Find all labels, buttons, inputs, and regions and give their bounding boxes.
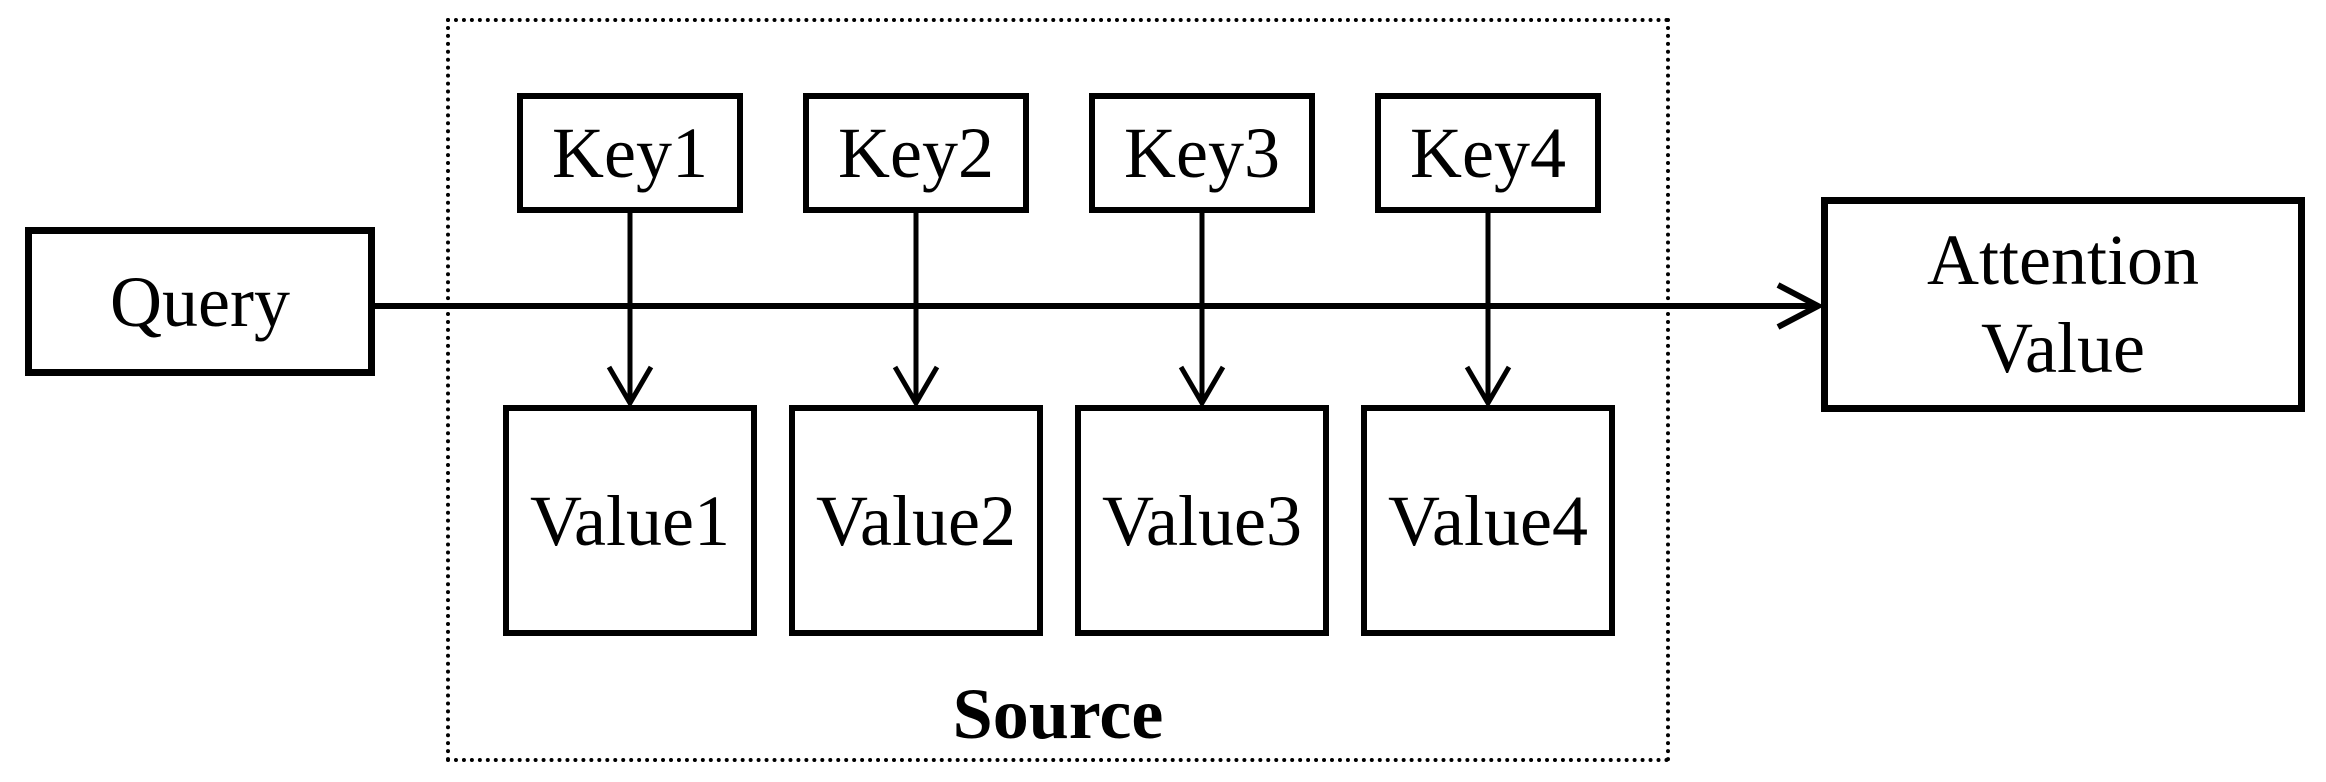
value4-box: Value4 — [1361, 405, 1615, 636]
value4-label: Value4 — [1388, 480, 1588, 561]
attention-value-box: Attention Value — [1821, 197, 2305, 412]
key3-box: Key3 — [1089, 93, 1315, 213]
key2-label: Key2 — [838, 113, 994, 193]
source-boundary — [446, 18, 1670, 762]
key4-to-value4-arrow — [1464, 213, 1512, 408]
key1-box: Key1 — [517, 93, 743, 213]
key2-to-value2-arrow — [892, 213, 940, 408]
attention-value-label-line1: Attention — [1927, 219, 2199, 300]
key3-label: Key3 — [1124, 113, 1280, 193]
value1-label: Value1 — [530, 480, 730, 561]
attention-value-label-line2: Value — [1981, 307, 2145, 388]
value2-label: Value2 — [816, 480, 1016, 561]
query-to-attention-arrow — [375, 282, 1825, 330]
value3-box: Value3 — [1075, 405, 1329, 636]
key4-box: Key4 — [1375, 93, 1601, 213]
key2-box: Key2 — [803, 93, 1029, 213]
query-label: Query — [110, 261, 290, 342]
key4-label: Key4 — [1410, 113, 1566, 193]
value3-label: Value3 — [1102, 480, 1302, 561]
key1-to-value1-arrow — [606, 213, 654, 408]
key1-label: Key1 — [552, 113, 708, 193]
value1-box: Value1 — [503, 405, 757, 636]
key3-to-value3-arrow — [1178, 213, 1226, 408]
source-label: Source — [952, 674, 1164, 754]
query-box: Query — [25, 227, 375, 376]
value2-box: Value2 — [789, 405, 1043, 636]
